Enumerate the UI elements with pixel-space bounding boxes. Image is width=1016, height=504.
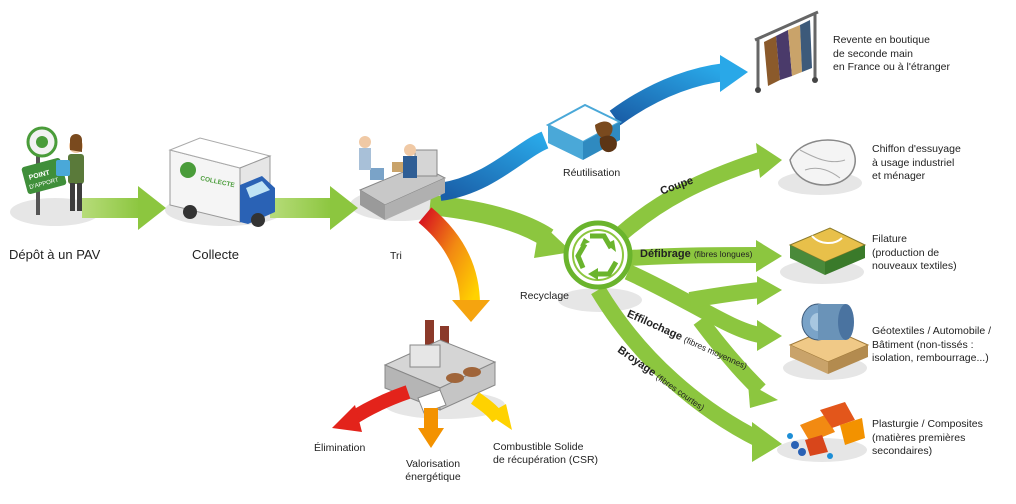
branch-defibrage-head xyxy=(756,240,782,272)
branch-defibrage xyxy=(629,247,761,266)
branch-coupe-head xyxy=(756,143,782,178)
reuse-clothes-icon xyxy=(545,103,623,160)
output-chiffon-label: Chiffon d'essuyage à usage industriel et… xyxy=(872,143,961,184)
output-plasturgie-label: Plasturgie / Composites (matières premiè… xyxy=(872,418,983,459)
branch-defibrage-name: Défibrage xyxy=(640,248,691,260)
output-revente-line3: en France ou à l'étranger xyxy=(833,61,950,74)
arrow-reutilisation xyxy=(438,55,748,201)
arrow-to-waste xyxy=(418,207,490,322)
sorting-station-icon xyxy=(358,136,447,220)
output-geotextiles-label: Géotextiles / Automobile / Bâtiment (non… xyxy=(872,325,991,366)
clothes-rack-icon xyxy=(754,10,819,93)
waste-valorisation-label: Valorisation énergétique xyxy=(398,458,468,484)
waste-valorisation-line2: énergétique xyxy=(405,471,461,484)
collection-point-sign-icon: POINT D'APPORT xyxy=(21,126,67,215)
stage-reutilisation-label: Réutilisation xyxy=(563,167,621,179)
output-plasturgie-line3: secondaires) xyxy=(872,445,933,458)
output-chiffon-line1: Chiffon d'essuyage xyxy=(872,143,961,155)
branch-broyage-head xyxy=(752,422,782,462)
branch-defibrage-label: Défibrage (fibres longues) xyxy=(640,248,752,262)
branch-effilochage-head2 xyxy=(757,320,782,351)
waste-csr-line2: de récupération (CSR) xyxy=(493,454,599,467)
output-filature-line3: nouveaux textiles) xyxy=(872,260,957,273)
waste-valorisation-line1: Valorisation xyxy=(405,458,461,470)
stage-recyclage-label: Recyclage xyxy=(520,290,570,302)
output-filature-label: Filature (production de nouveaux textile… xyxy=(872,233,957,274)
arrow-elimination xyxy=(332,385,411,432)
output-geotextiles-line3: isolation, rembourrage...) xyxy=(872,352,989,365)
collection-truck-icon: COLLECTE xyxy=(168,137,275,227)
output-geotextiles-line2: Bâtiment (non-tissés : xyxy=(872,338,974,351)
branch-effilochage xyxy=(624,264,766,396)
branch-effilochage-head1 xyxy=(757,276,782,305)
output-plasturgie-line2: (matières premières xyxy=(872,431,966,444)
output-revente-label: Revente en boutique de seconde main en F… xyxy=(833,34,950,75)
arrow-depot-to-collecte xyxy=(82,186,166,230)
arrow-valorisation xyxy=(418,408,444,448)
arrow-collecte-to-tri xyxy=(270,186,358,230)
branch-coupe xyxy=(614,152,763,242)
output-filature-line2: (production de xyxy=(872,246,940,259)
output-filature-line1: Filature xyxy=(872,233,908,245)
arrow-tri-to-recyclage xyxy=(429,195,572,258)
output-chiffon-line3: et ménager xyxy=(872,170,926,183)
output-revente-line1: Revente en boutique xyxy=(833,34,930,46)
recycle-symbol-icon xyxy=(563,220,633,290)
stage-collecte-label: Collecte xyxy=(192,247,239,262)
stage-tri-label: Tri xyxy=(390,250,402,262)
incineration-plant-icon xyxy=(383,320,497,414)
waste-csr-line1: Combustible Solide xyxy=(493,441,584,453)
insulation-roll-icon xyxy=(788,303,870,374)
waste-csr-label: Combustible Solide de récupération (CSR) xyxy=(493,441,598,467)
textile-fabric-icon xyxy=(788,227,867,275)
waste-elimination-label: Élimination xyxy=(314,442,366,454)
stage-depot-label: Dépôt à un PAV xyxy=(9,247,101,262)
output-chiffon-line2: à usage industriel xyxy=(872,156,955,169)
person-depositing-icon xyxy=(56,134,84,211)
wiping-cloth-icon xyxy=(789,139,856,186)
branch-broyage xyxy=(591,285,764,448)
output-geotextiles-line1: Géotextiles / Automobile / xyxy=(872,325,992,337)
output-plasturgie-line1: Plasturgie / Composites xyxy=(872,418,983,430)
output-revente-line2: de seconde main xyxy=(833,47,913,60)
branch-effilochage-head3 xyxy=(748,383,778,408)
arrow-csr xyxy=(470,392,512,430)
branch-defibrage-note: (fibres longues) xyxy=(693,249,753,259)
plastic-composites-icon xyxy=(787,402,865,459)
